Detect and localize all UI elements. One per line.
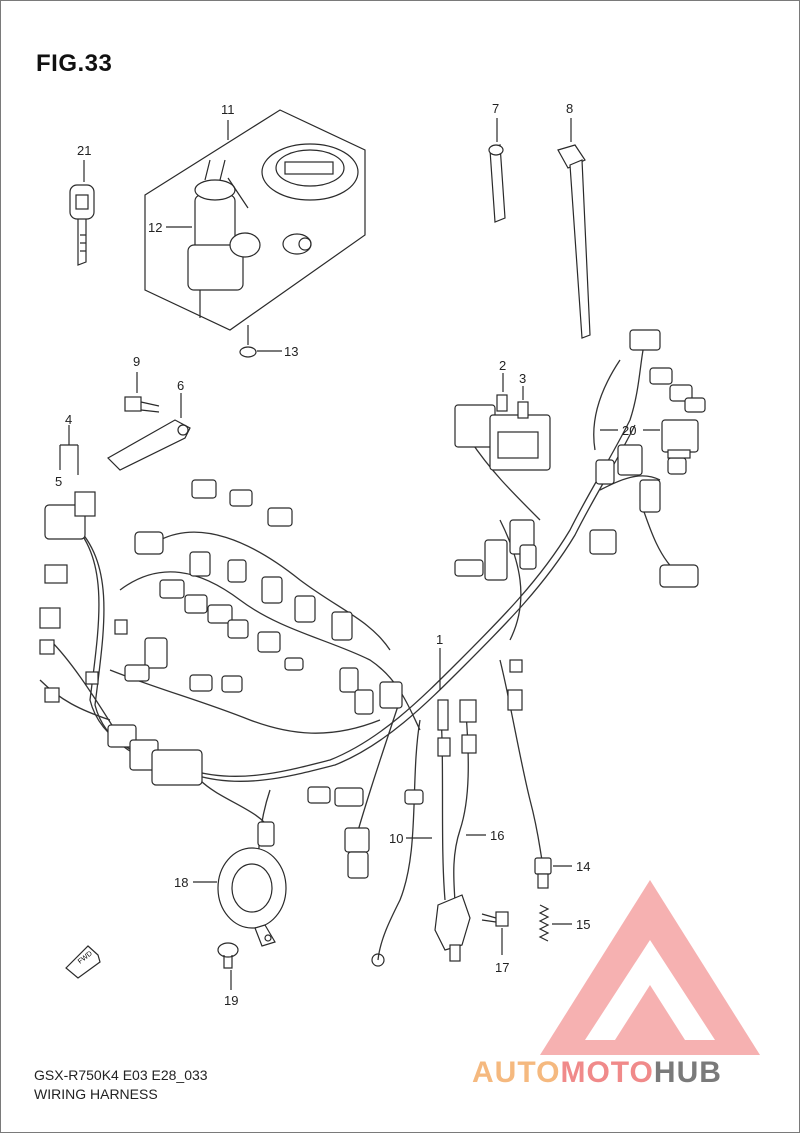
watermark-auto: AUTO bbox=[472, 1056, 560, 1089]
callout-7: 7 bbox=[492, 101, 499, 116]
watermark-text: AUTOMOTOHUB bbox=[472, 1056, 722, 1089]
leader-4-5 bbox=[59, 425, 79, 475]
callout-20: 20 bbox=[622, 423, 636, 438]
watermark-logo-icon bbox=[540, 880, 760, 1055]
footer-model-code: GSX-R750K4 E03 E28_033 bbox=[34, 1067, 208, 1083]
callout-leaders bbox=[83, 120, 618, 839]
callout-13: 13 bbox=[284, 344, 298, 359]
callout-16: 16 bbox=[490, 828, 504, 843]
callout-14: 14 bbox=[576, 859, 590, 874]
sensor-14-icon bbox=[534, 857, 572, 889]
bracket-6-icon bbox=[107, 393, 191, 471]
callout-5: 5 bbox=[55, 474, 62, 489]
watermark-hub: HUB bbox=[654, 1056, 722, 1089]
callout-9: 9 bbox=[133, 354, 140, 369]
fuse-box-icon bbox=[454, 373, 551, 471]
callout-12: 12 bbox=[148, 220, 162, 235]
callout-labels: 11 12 13 21 7 8 9 6 4 5 2 3 20 1 10 16 1… bbox=[55, 101, 636, 1008]
side-stand-switch-icon bbox=[371, 894, 471, 967]
ignition-switch-set bbox=[144, 109, 366, 331]
callout-21: 21 bbox=[77, 143, 91, 158]
screw-13-icon bbox=[239, 325, 282, 358]
bolt-17-icon bbox=[481, 911, 509, 955]
figure-title: FIG.33 bbox=[36, 50, 113, 77]
connectors bbox=[39, 329, 706, 879]
bolt-9-icon bbox=[124, 372, 160, 413]
callout-19: 19 bbox=[224, 993, 238, 1008]
cable-tie-8-icon bbox=[557, 118, 591, 339]
relay-20-icon bbox=[643, 419, 699, 459]
callout-8: 8 bbox=[566, 101, 573, 116]
callout-11: 11 bbox=[221, 102, 235, 117]
callout-10: 10 bbox=[389, 831, 403, 846]
callout-1: 1 bbox=[436, 632, 443, 647]
footer-diagram-name: WIRING HARNESS bbox=[34, 1086, 158, 1102]
fwd-arrow-icon: FWD bbox=[65, 945, 101, 979]
callout-4: 4 bbox=[65, 412, 72, 427]
watermark-moto: MOTO bbox=[560, 1056, 653, 1089]
spring-15-icon bbox=[538, 904, 572, 942]
callout-18: 18 bbox=[174, 875, 188, 890]
clamp-7-icon bbox=[488, 118, 506, 223]
horn-icon bbox=[193, 847, 287, 947]
key-icon bbox=[69, 184, 95, 266]
callout-3: 3 bbox=[519, 371, 526, 386]
callout-6: 6 bbox=[177, 378, 184, 393]
callout-15: 15 bbox=[576, 917, 590, 932]
callout-17: 17 bbox=[495, 960, 509, 975]
bolt-19-icon bbox=[217, 942, 239, 990]
callout-2: 2 bbox=[499, 358, 506, 373]
